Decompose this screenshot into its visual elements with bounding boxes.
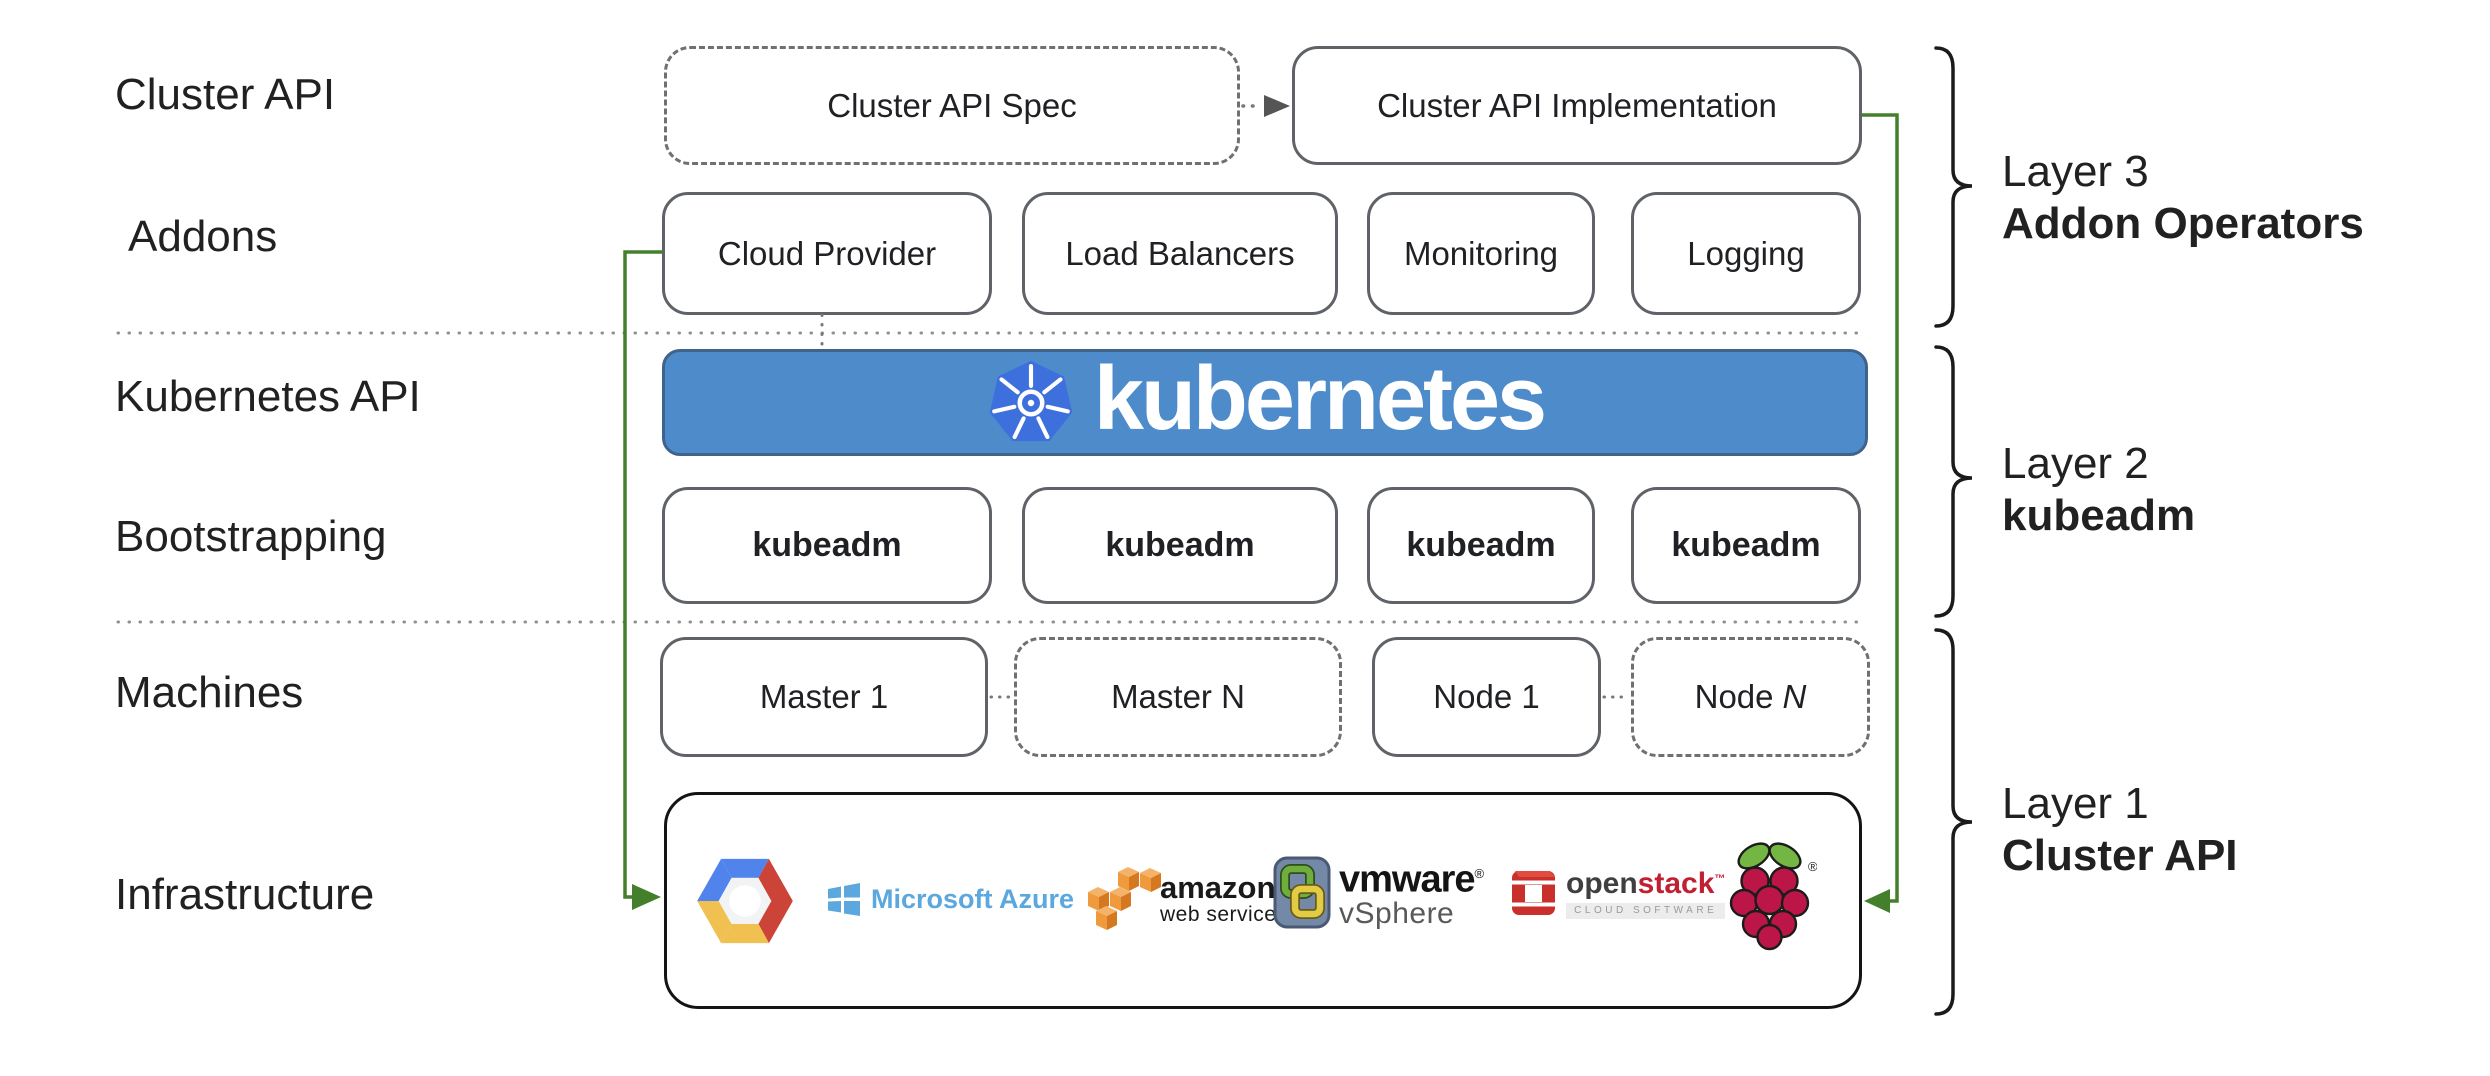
kubeadm-box-2: kubeadm bbox=[1022, 487, 1338, 604]
row-label-machines: Machines bbox=[115, 668, 304, 717]
node-n-prefix: Node bbox=[1694, 678, 1774, 715]
row-label-bootstrapping: Bootstrapping bbox=[115, 512, 387, 561]
layer-3-title: Layer 3 bbox=[2002, 147, 2149, 196]
layer-2-label: Layer 2 kubeadm bbox=[2002, 438, 2195, 542]
trademark-mark: ™ bbox=[1714, 873, 1726, 885]
layer-1-title: Layer 1 bbox=[2002, 779, 2149, 828]
addon-box-logging: Logging bbox=[1631, 192, 1861, 315]
machine-box-node-1: Node 1 bbox=[1372, 637, 1601, 757]
kubeadm-box-4: kubeadm bbox=[1631, 487, 1861, 604]
addon-box-monitoring: Monitoring bbox=[1367, 192, 1595, 315]
layer-2-brace bbox=[1934, 345, 1973, 618]
row-label-cluster-api: Cluster API bbox=[115, 70, 336, 119]
openstack-logo-text: openstack™ bbox=[1566, 867, 1726, 900]
google-cloud-platform-icon bbox=[697, 857, 793, 945]
layer-2-subtitle: kubeadm bbox=[2002, 491, 2196, 540]
vsphere-logo-text: vSphere bbox=[1339, 896, 1455, 930]
green-connector-left bbox=[623, 250, 662, 899]
layer-1-brace bbox=[1934, 628, 1973, 1016]
kubeadm-box-1: kubeadm bbox=[662, 487, 992, 604]
layer-3-brace bbox=[1934, 46, 1973, 328]
layer-3-subtitle: Addon Operators bbox=[2002, 199, 2364, 248]
layer-1-subtitle: Cluster API bbox=[2002, 831, 2238, 880]
kubernetes-wheel-icon bbox=[989, 360, 1073, 441]
openstack-cloud-software-text: CLOUD SOFTWARE bbox=[1566, 903, 1726, 919]
vmware-vsphere-logo: vmware® vSphere bbox=[1273, 856, 1485, 930]
kubernetes-wordmark: kubernetes bbox=[1093, 348, 1547, 449]
row-label-addons: Addons bbox=[128, 212, 278, 261]
layer-3-label: Layer 3 Addon Operators bbox=[2002, 146, 2364, 250]
layer-2-title: Layer 2 bbox=[2002, 439, 2149, 488]
row-label-infrastructure: Infrastructure bbox=[115, 870, 375, 919]
cluster-api-spec-box: Cluster API Spec bbox=[664, 46, 1240, 165]
raspberry-pi-icon: ® bbox=[1725, 839, 1817, 953]
vmware-logo-text: vmware® bbox=[1339, 858, 1485, 901]
kubernetes-banner: kubernetes bbox=[662, 349, 1868, 456]
openstack-logo: openstack™ CLOUD SOFTWARE bbox=[1510, 863, 1726, 920]
web-services-logo-text: web services bbox=[1160, 903, 1288, 926]
vsphere-icon bbox=[1273, 856, 1331, 929]
addon-box-cloud-provider: Cloud Provider bbox=[662, 192, 992, 315]
svg-text:®: ® bbox=[1808, 859, 1817, 874]
layer-1-label: Layer 1 Cluster API bbox=[2002, 778, 2238, 882]
green-connector-right bbox=[1862, 113, 1899, 903]
node-n-italic-suffix: N bbox=[1782, 678, 1807, 715]
amazon-web-services-logo: amazon web services bbox=[1088, 865, 1287, 933]
kubeadm-box-3: kubeadm bbox=[1367, 487, 1595, 604]
cluster-api-implementation-box: Cluster API Implementation bbox=[1292, 46, 1862, 165]
infrastructure-box: Microsoft Azure amazon web services bbox=[664, 792, 1862, 1009]
registered-mark: ® bbox=[1474, 866, 1485, 881]
openstack-icon bbox=[1510, 871, 1558, 915]
row-label-kubernetes-api: Kubernetes API bbox=[115, 372, 421, 421]
amazon-logo-text: amazon bbox=[1160, 870, 1276, 905]
aws-cubes-icon bbox=[1088, 867, 1161, 930]
spec-to-impl-arrowhead bbox=[1264, 95, 1290, 117]
microsoft-azure-logo: Microsoft Azure bbox=[827, 881, 1074, 917]
green-arrowhead-left bbox=[632, 884, 661, 910]
machine-box-master-n: Master N bbox=[1014, 637, 1342, 757]
green-arrowhead-right bbox=[1864, 889, 1890, 913]
machine-box-master-1: Master 1 bbox=[660, 637, 988, 757]
microsoft-window-icon bbox=[828, 883, 860, 916]
addon-box-load-balancers: Load Balancers bbox=[1022, 192, 1338, 315]
azure-logo-text: Microsoft Azure bbox=[871, 883, 1075, 914]
